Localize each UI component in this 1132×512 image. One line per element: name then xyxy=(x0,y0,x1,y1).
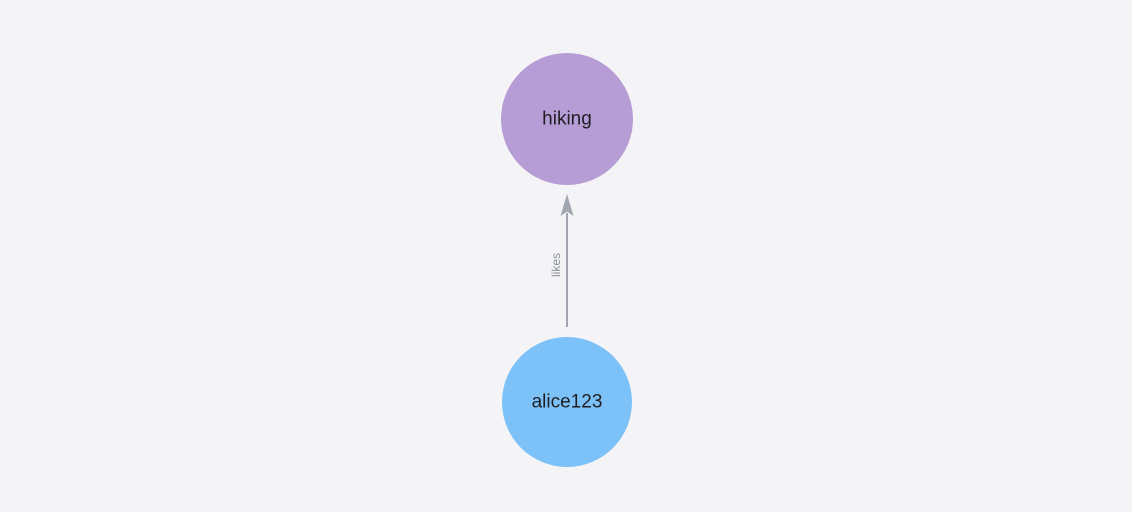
node-alice123-label: alice123 xyxy=(532,392,603,413)
edge-label: likes xyxy=(549,253,563,277)
node-alice123-circle xyxy=(502,337,632,467)
node-hiking-label: hiking xyxy=(542,109,592,130)
arrowhead-icon xyxy=(560,194,574,216)
node-alice123[interactable]: alice123 xyxy=(502,337,632,467)
edge-alice123-likes-hiking[interactable]: likes xyxy=(549,194,574,327)
node-hiking-circle xyxy=(501,53,633,185)
node-hiking[interactable]: hiking xyxy=(501,53,633,185)
